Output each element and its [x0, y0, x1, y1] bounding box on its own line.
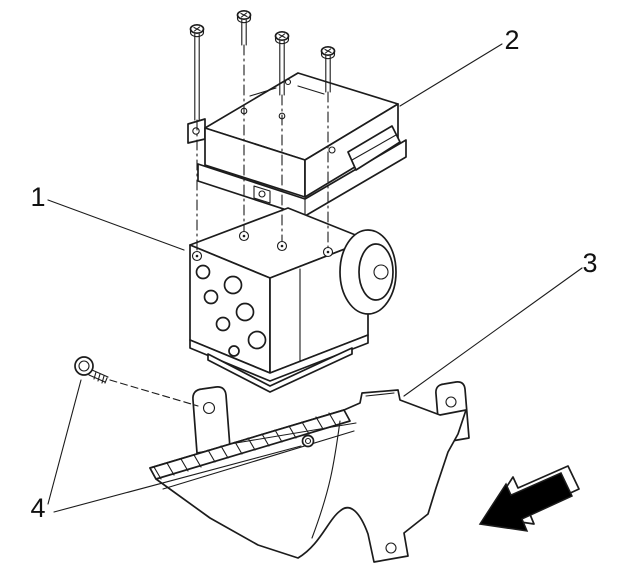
callouts: 1 2 3 4 [30, 25, 597, 523]
ebcm-top-detail-lines [249, 85, 325, 97]
valve-port-holes [195, 264, 267, 357]
callout-4-leader-a [47, 379, 82, 505]
bolt-head-inner [78, 360, 90, 372]
bracket-crease [311, 420, 341, 539]
bracket-flange-strip [149, 409, 351, 480]
screw-shaft [325, 55, 331, 93]
callout-3-label: 3 [582, 248, 597, 278]
screw-shaft [279, 40, 285, 96]
bracket-body [149, 389, 467, 563]
pump-motor-shaft [373, 264, 389, 280]
ebcm-connector-line [351, 134, 397, 161]
mounting-screw-1 [189, 23, 205, 252]
bolt-threads [93, 371, 108, 384]
ebcm-module [187, 72, 407, 217]
ebcm-front-tab [253, 185, 271, 204]
valve-base-step-2 [207, 347, 353, 393]
ebcm-top-detail-hole [284, 78, 292, 86]
callout-4-label: 4 [30, 493, 45, 523]
screw-slot [278, 33, 286, 39]
callout-1-label: 1 [30, 182, 45, 212]
bracket-right-ear-hole [445, 396, 457, 408]
bracket-foot-hole [385, 542, 397, 554]
bracket-flange-return [162, 430, 355, 490]
screw-shaft [241, 19, 247, 46]
bolt-install-path [109, 379, 199, 407]
ebcm-front-tab-hole [258, 190, 266, 198]
bracket-left-ear-hole [202, 401, 216, 415]
bracket-left-ear [192, 386, 231, 454]
callout-4-leader-b [53, 445, 302, 513]
screw-slot [324, 48, 332, 54]
bracket-channel-fold [229, 422, 357, 445]
screw-slot [193, 26, 201, 32]
abs-modulator-valve [189, 207, 397, 393]
mounting-bracket [149, 381, 470, 563]
screw-slot [240, 12, 248, 18]
mounting-screw-2 [236, 9, 252, 232]
valve-mounting-bosses [191, 230, 334, 262]
bolt-head [74, 356, 94, 376]
loose-bolt [74, 356, 199, 407]
direction-arrow-icon [478, 465, 580, 532]
bracket-bolt [301, 434, 315, 448]
ebcm-left-tab-hole [192, 127, 200, 135]
valve-base-step-1 [189, 334, 369, 382]
screw-shaft [194, 33, 200, 121]
bracket-bolt-center [304, 437, 312, 445]
callout-1-leader [47, 199, 185, 251]
ebcm-side-boss [328, 146, 336, 154]
callout-2-leader [399, 43, 503, 107]
mounting-screw-3 [274, 30, 290, 242]
mounting-screw-4 [320, 45, 336, 248]
callout-2-label: 2 [504, 25, 519, 55]
mounting-screws [189, 9, 336, 252]
direction-arrow-front [478, 472, 574, 532]
bracket-tab-notch [365, 392, 395, 397]
callout-3-leader [403, 267, 583, 397]
